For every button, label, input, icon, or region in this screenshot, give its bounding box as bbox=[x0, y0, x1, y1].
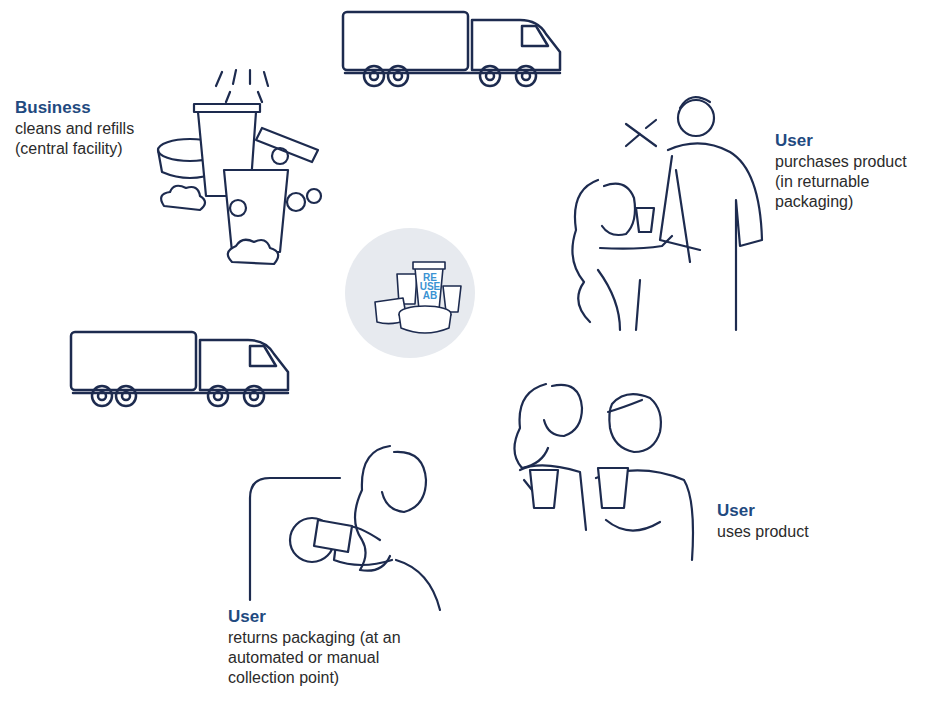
stage-actor: Business bbox=[15, 98, 185, 118]
drinking-scene bbox=[514, 384, 693, 560]
truck-left bbox=[71, 332, 288, 406]
truck-top bbox=[343, 12, 560, 86]
purchase-scene bbox=[572, 97, 762, 330]
woman-face bbox=[544, 385, 582, 436]
cup-lid bbox=[194, 104, 260, 112]
reusable-logo-text: RE USE AB bbox=[418, 273, 442, 300]
cup-group bbox=[375, 262, 461, 333]
stage-description: purchases product (in returnable packagi… bbox=[775, 152, 925, 212]
woman-hair bbox=[355, 446, 390, 571]
stage-actor: User bbox=[775, 131, 935, 151]
return-scene bbox=[250, 446, 440, 610]
center-circle: RE USE AB bbox=[345, 228, 475, 358]
stage-actor: User bbox=[717, 501, 877, 521]
cup-lid bbox=[413, 262, 445, 269]
circle-outline bbox=[345, 228, 475, 358]
customer-face bbox=[602, 184, 635, 235]
bubbles bbox=[228, 240, 278, 264]
cleaning-station bbox=[158, 70, 321, 264]
vendor-head bbox=[678, 100, 714, 136]
cup bbox=[314, 520, 352, 552]
vendor-hair bbox=[680, 97, 710, 108]
spray-lines bbox=[216, 70, 268, 102]
stage-description: returns packaging (at an automated or ma… bbox=[228, 628, 408, 688]
woman-body bbox=[520, 465, 586, 530]
bowl bbox=[399, 314, 451, 333]
bubbles bbox=[161, 186, 205, 210]
woman-face bbox=[382, 452, 426, 512]
customer-hair bbox=[572, 180, 598, 322]
cup bbox=[636, 208, 654, 232]
bubble bbox=[230, 200, 246, 216]
cutlery-icon bbox=[626, 120, 656, 146]
woman-hair bbox=[514, 384, 548, 468]
cup bbox=[224, 170, 288, 252]
vendor-body bbox=[660, 143, 762, 330]
stage-description: uses product bbox=[717, 522, 877, 542]
man-hair bbox=[608, 400, 642, 412]
customer-body bbox=[598, 236, 672, 330]
stage-description: cleans and refills (central facility) bbox=[15, 119, 155, 159]
cup bbox=[415, 268, 443, 310]
cup bbox=[530, 470, 558, 508]
cup bbox=[598, 468, 628, 508]
cup bbox=[443, 286, 461, 312]
bubble bbox=[307, 189, 321, 203]
bubble bbox=[287, 193, 305, 211]
circle-fill bbox=[345, 228, 475, 358]
stage-actor: User bbox=[228, 607, 408, 627]
bubble bbox=[272, 148, 288, 164]
